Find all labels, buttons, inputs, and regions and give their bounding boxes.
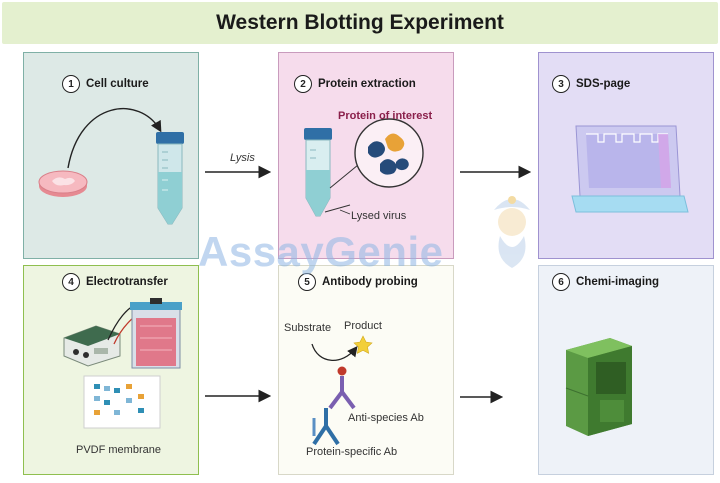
power-supply-icon xyxy=(63,325,121,367)
falcon-tube-icon xyxy=(156,132,184,225)
step-4: 4 Electrotransfer xyxy=(62,273,168,291)
watermark-part-genie: Genie xyxy=(324,228,444,275)
page-title: Western Blotting Experiment xyxy=(2,2,718,44)
reaction-arrow xyxy=(311,343,358,361)
step-label: Antibody probing xyxy=(322,276,418,288)
gel-icon xyxy=(571,125,689,213)
panel-antibody-probing xyxy=(278,265,454,475)
step-number: 5 xyxy=(298,273,316,291)
petri-dish-icon xyxy=(38,170,88,197)
watermark: AssayGenie xyxy=(198,228,443,276)
transfer-tank-icon xyxy=(130,298,182,369)
step-label: SDS-page xyxy=(576,78,631,90)
step-6: 6 Chemi-imaging xyxy=(552,273,659,291)
step-number: 6 xyxy=(552,273,570,291)
transfer-arrow xyxy=(67,108,162,169)
step-label: Cell culture xyxy=(86,78,149,90)
step-number: 4 xyxy=(62,273,80,291)
step-label: Protein extraction xyxy=(318,78,416,90)
protein-specific-ab-label: Protein-specific Ab xyxy=(306,446,398,458)
step-label: Electrotransfer xyxy=(86,276,168,288)
anti-species-antibody-icon xyxy=(328,366,356,410)
product-star-icon xyxy=(353,335,373,354)
genie-mascot-icon xyxy=(494,196,530,268)
step-number: 2 xyxy=(294,75,312,93)
step-2: 2 Protein extraction xyxy=(294,75,416,93)
product-label: Product xyxy=(344,320,382,332)
step-5: 5 Antibody probing xyxy=(298,273,418,291)
watermark-part-assay: Assay xyxy=(198,228,325,275)
lysis-label: Lysis xyxy=(230,152,255,164)
step-number: 3 xyxy=(552,75,570,93)
step-number: 1 xyxy=(62,75,80,93)
pvdf-membrane-label: PVDF membrane xyxy=(76,444,161,456)
protein-of-interest-label: Protein of interest xyxy=(338,110,433,122)
protein-specific-antibody-icon xyxy=(312,408,340,446)
anti-species-ab-label: Anti-species Ab xyxy=(348,412,424,424)
step-3: 3 SDS-page xyxy=(552,75,630,93)
lysate-tube-icon xyxy=(304,128,332,217)
substrate-label: Substrate xyxy=(284,322,332,334)
step-label: Chemi-imaging xyxy=(576,276,660,288)
step-1: 1 Cell culture xyxy=(62,75,149,93)
magnifier-icon xyxy=(354,118,424,188)
panel-electrotransfer xyxy=(23,265,199,475)
chemi-imager-icon xyxy=(565,338,632,436)
pvdf-membrane-icon xyxy=(83,375,161,429)
lysed-virus-label: Lysed virus xyxy=(351,210,407,222)
